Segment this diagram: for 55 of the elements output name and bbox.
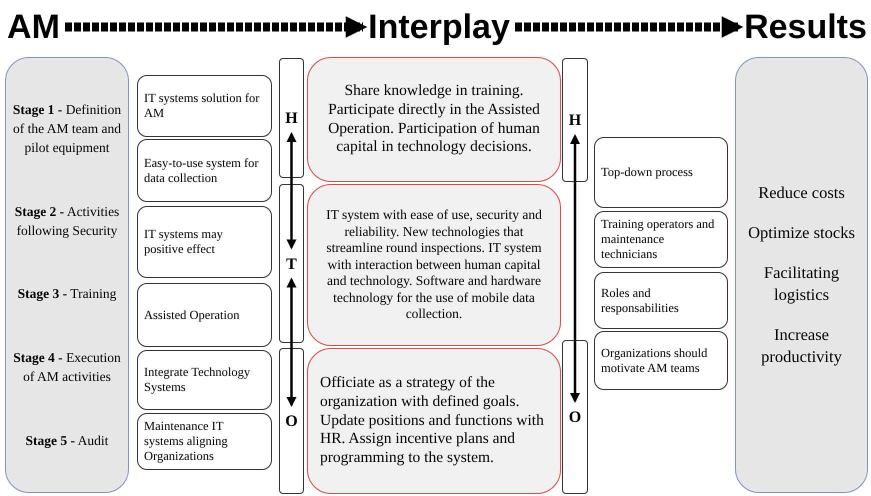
dimension-letter: O: [568, 408, 582, 428]
interplay-box: [307, 184, 561, 346]
factor-text: Maintenance IT systems aligning Organizations: [144, 419, 229, 464]
dimension-letter: H: [284, 109, 299, 129]
flow-arrow: [515, 16, 744, 38]
double-arrow: [286, 278, 296, 407]
factor-box: [594, 211, 728, 268]
factor-box: [137, 139, 272, 202]
dimension-letter: T: [285, 254, 298, 274]
dimension-segment: [279, 348, 304, 494]
stage-text: Stage 2 - Activities following Security: [14, 202, 120, 240]
column-heading: Interplay: [365, 3, 513, 51]
factor-box: [137, 413, 272, 470]
factor-box: [137, 206, 272, 278]
result-text: Optimize stocks: [748, 222, 855, 244]
double-arrow: [286, 132, 296, 250]
dimension-segment: [279, 58, 304, 178]
factor-box: [594, 137, 728, 208]
factor-box: [594, 272, 728, 329]
double-arrow: [570, 134, 580, 403]
factor-text: Integrate Technology Systems: [144, 365, 252, 395]
column-heading: Results: [741, 3, 870, 51]
column-heading: AM: [4, 3, 63, 51]
factor-text: Roles and responsabilities: [601, 286, 680, 316]
interplay-text: Officiate as a strategy of the organization with defined goals. Update positions and functions with HR. Assign incentive plans and programming to the system.: [320, 374, 545, 468]
factor-text: IT systems solution for AM: [144, 91, 260, 121]
column-panel: [5, 57, 129, 493]
dimension-segment: [279, 184, 304, 343]
factor-box: [137, 283, 272, 347]
interplay-text: Share knowledge in training. Participate directly in the Assisted Operation. Participation of human capital in technology decisions.: [327, 82, 541, 158]
result-text: Increase productivity: [760, 324, 843, 368]
dimension-letter: H: [568, 111, 582, 131]
factor-text: Organizations should motivate AM teams: [601, 346, 708, 376]
interplay-box: [307, 348, 561, 494]
dimension-segment: [562, 58, 588, 182]
factor-box: [137, 350, 272, 410]
factor-box: [594, 331, 728, 390]
result-text: Reduce costs: [758, 182, 845, 204]
dimension-letter: O: [284, 412, 299, 432]
result-text: Facilitating logistics: [762, 262, 840, 306]
factor-text: Top-down process: [601, 165, 694, 180]
stage-text: Stage 3 - Training: [18, 285, 116, 304]
factor-text: IT systems may positive effect: [144, 227, 224, 257]
interplay-box: [307, 57, 561, 182]
factor-text: Easy-to-use system for data collection: [144, 156, 260, 186]
dimension-segment: [562, 340, 588, 494]
factor-text: Assisted Operation: [144, 308, 240, 322]
stage-text: Stage 4 - Execution of AM activities: [12, 349, 122, 386]
interplay-text: IT system with ease of use, security and reliability. New technologies that streamline round inspections. IT system with interaction between human capital and technology. Software and hardware technology for the use of mobile data collection.: [325, 207, 543, 323]
column-panel: [735, 57, 868, 493]
factor-text: Training operators and maintenance technicians: [601, 217, 716, 262]
stage-text: Stage 5 - Audit: [26, 432, 108, 450]
stage-text: Stage 1 - Definition of the AM team and pilot equipment: [12, 101, 122, 158]
flow-arrow: [65, 16, 368, 38]
factor-box: [137, 75, 272, 137]
